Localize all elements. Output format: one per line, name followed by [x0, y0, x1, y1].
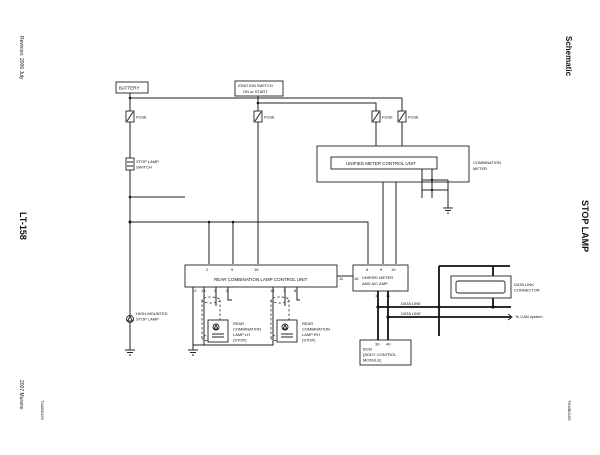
- rear-control-unit-label: REAR COMBINATION LAMP CONTROL UNIT: [214, 277, 308, 282]
- data-junction-3: [437, 305, 441, 309]
- stop-lamp-switch: [125, 157, 135, 171]
- data-line-label-2: DATA LINE: [401, 311, 421, 316]
- bcm-label-1: BCM: [363, 347, 372, 352]
- lh-ground-icon: [188, 349, 198, 356]
- bcm-pin-39: 39: [375, 342, 380, 347]
- rear-pin-11: 11: [339, 276, 344, 281]
- section-title: Schematic: [564, 36, 573, 77]
- data-line-label-1: DATA LINE: [401, 301, 421, 306]
- ground-junction-2: [430, 188, 434, 192]
- page-code: LT-158: [18, 212, 28, 240]
- ignition-wire-meter: [258, 102, 377, 146]
- amp-pin-9: 9: [380, 267, 383, 272]
- data-junction-1: [376, 305, 380, 309]
- battery-box: [115, 81, 149, 94]
- rh-label-2: COMBINATION: [302, 327, 330, 332]
- rear-pin-12: 12: [192, 288, 197, 293]
- ignition-switch-box: [234, 80, 284, 97]
- amp-data-wires: [377, 291, 389, 340]
- amp-label-1: UNIFIED METER: [362, 275, 393, 280]
- high-mounted-label-1: HIGH-MOUNTED: [136, 311, 168, 316]
- ignition-label-1: IGNITION SWITCH: [238, 83, 273, 88]
- rear-pin-9: 9: [231, 267, 234, 272]
- left-diagram-code: TLWB0155: [40, 400, 45, 420]
- battery-feed-junction: [128, 96, 132, 100]
- dlc-label-2: CONNECTOR: [514, 288, 540, 293]
- meter-amp-wires: [382, 182, 397, 264]
- rear-pin-8: 8: [294, 288, 297, 293]
- rh-shield-top: [270, 296, 290, 304]
- rh-lamp-elements: [281, 333, 293, 338]
- bcm-label-2: (BODY CONTROL: [363, 352, 397, 357]
- lh-label-2: COMBINATION: [233, 327, 261, 332]
- rh-lamp-box: [276, 319, 298, 343]
- lh-label-3: LAMP LH: [233, 332, 250, 337]
- data-junction-4: [491, 305, 495, 309]
- rh-label-4: (STOP): [302, 338, 316, 343]
- meter-fuse-2-label: FUSE: [408, 115, 419, 120]
- lh-lamp-diode: [213, 323, 219, 330]
- bcm-pin-40: 40: [386, 342, 391, 347]
- combination-meter-label-1: COMBINATION: [473, 160, 501, 165]
- diagram-id: TKWB0155: [567, 400, 572, 421]
- lh-shield-top: [201, 296, 221, 304]
- lh-label-1: REAR: [233, 321, 244, 326]
- amp-pin-1: 1: [375, 293, 378, 298]
- dlc-socket: [455, 280, 506, 294]
- rh-label-1: REAR: [302, 321, 313, 326]
- meter-ground-icon: [443, 207, 453, 214]
- amp-pin-19: 19: [391, 267, 396, 272]
- combination-meter-label-2: METER: [473, 166, 487, 171]
- ignition-fuse-rear-element: [254, 111, 262, 122]
- amp-pin-6: 6: [366, 267, 369, 272]
- rear-pin-9-junction: [231, 220, 235, 224]
- dlc-label-1: DATA LINK: [514, 282, 534, 287]
- rear-pin-16: 16: [254, 267, 259, 272]
- rh-lamp-diode: [282, 323, 288, 330]
- high-mounted-ground-icon: [125, 349, 135, 356]
- can-arrow-icon: [507, 313, 513, 321]
- battery-fuse-element: [126, 111, 134, 122]
- amp-label-2: AND A/C AMP.: [362, 281, 388, 286]
- amp-box: [352, 264, 409, 292]
- meter-ground-wires: [421, 169, 449, 208]
- stop-switch-contacts: [127, 161, 133, 167]
- ignition-label-2: ON or START: [243, 89, 268, 94]
- data-junction-2: [386, 315, 390, 319]
- meter-fuse-1-label: FUSE: [382, 115, 393, 120]
- can-system-label: To CAN system: [515, 314, 543, 319]
- meter-control-unit-box: [330, 156, 438, 170]
- ignition-fuse-rear-label: FUSE: [264, 115, 275, 120]
- lh-lamp-box: [207, 319, 229, 343]
- bcm-box: [359, 339, 412, 366]
- stop-switch-label-1: STOP LAMP: [136, 159, 159, 164]
- ground-junction-1: [430, 178, 434, 182]
- model-text: 2007 Murano: [18, 380, 24, 410]
- stop-signal-wire: [130, 221, 369, 264]
- revision-text: Revision: 2006 July: [18, 36, 24, 80]
- meter-fuse-2-element: [398, 111, 406, 122]
- meter-fuse-1-element: [372, 111, 380, 122]
- stop-switch-label-2: SWITCH: [136, 165, 152, 170]
- diagram-title: STOP LAMP: [580, 200, 590, 252]
- rh-label-3: LAMP RH: [302, 332, 320, 337]
- battery-label: BATTERY: [119, 86, 139, 91]
- high-mounted-lamp-diode: [126, 315, 134, 322]
- lh-lamp-elements: [212, 333, 224, 338]
- high-mounted-label-2: STOP LAMP: [136, 317, 159, 322]
- rear-pin-2: 2: [206, 267, 209, 272]
- lh-label-4: (STOP): [233, 338, 247, 343]
- battery-fuse-label: FUSE: [136, 115, 147, 120]
- rh-ground-wire: [193, 287, 274, 346]
- meter-control-unit-label: UNIFIED METER CONTROL UNIT: [346, 161, 416, 166]
- rh-lamp-wires: [284, 287, 300, 306]
- bcm-label-3: MODULE): [363, 358, 382, 363]
- amp-pin-16: 16: [354, 276, 359, 281]
